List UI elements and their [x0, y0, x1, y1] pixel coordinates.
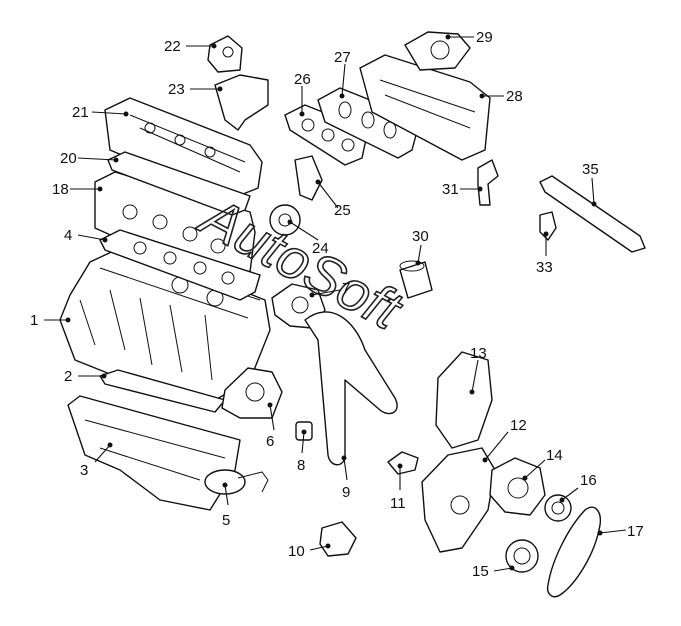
ignition-coil	[477, 159, 499, 206]
camshaft-sprocket	[269, 204, 301, 236]
callout-7: 7	[342, 280, 350, 297]
idler-bolt	[387, 451, 419, 475]
intake-manifold	[359, 54, 491, 161]
engine-mount-upper	[207, 35, 243, 73]
callout-29: 29	[476, 29, 493, 46]
callout-1: 1	[30, 312, 38, 329]
callout-6: 6	[266, 433, 274, 450]
alternator	[489, 457, 546, 516]
callout-10: 10	[288, 543, 305, 560]
callout-33: 33	[536, 259, 553, 276]
callout-18: 18	[52, 181, 69, 198]
callout-27: 27	[334, 49, 351, 66]
exhaust-manifold-gasket	[284, 104, 369, 166]
callout-14: 14	[546, 447, 563, 464]
head-gasket	[99, 229, 261, 301]
timing-cover-upper	[435, 351, 493, 449]
callout-12: 12	[510, 417, 527, 434]
callout-20: 20	[60, 150, 77, 167]
engine-mount-bracket	[214, 74, 269, 131]
callout-35: 35	[582, 161, 599, 178]
callout-15: 15	[472, 563, 489, 580]
callout-8: 8	[297, 457, 305, 474]
callout-22: 22	[164, 38, 181, 55]
callout-25: 25	[334, 202, 351, 219]
callout-30: 30	[412, 228, 429, 245]
valve-cover-gasket	[107, 151, 251, 216]
coolant-sensor	[294, 155, 323, 201]
fuel-rail	[539, 175, 646, 253]
callout-5: 5	[222, 512, 230, 529]
timing-belt	[304, 311, 398, 466]
callout-21: 21	[72, 104, 89, 121]
tensioner	[544, 494, 572, 522]
oil-pan-gasket	[99, 369, 226, 413]
callout-13: 13	[470, 345, 487, 362]
throttle-body	[404, 31, 471, 71]
callout-17: 17	[627, 523, 644, 540]
drive-belt	[546, 506, 602, 598]
callout-9: 9	[342, 484, 350, 501]
oil-pan	[67, 395, 241, 511]
crank-pulley	[505, 539, 539, 573]
callout-4: 4	[64, 227, 72, 244]
callout-16: 16	[580, 472, 597, 489]
spark-plug	[539, 211, 557, 241]
intake-manifold-gasket	[317, 87, 421, 159]
timing-cover-lower	[421, 447, 496, 553]
callout-23: 23	[168, 81, 185, 98]
oil-pump	[221, 367, 283, 419]
callout-3: 3	[80, 462, 88, 479]
callout-24: 24	[312, 240, 329, 257]
callout-11: 11	[390, 495, 406, 512]
callout-31: 31	[442, 181, 459, 198]
callout-26: 26	[294, 71, 311, 88]
thermostat-housing	[319, 521, 357, 557]
callouts: 1 2 3 4 5 6 7 8 9 10 11 12 13 14 15 16 1…	[30, 29, 644, 580]
callout-2: 2	[64, 368, 72, 385]
callout-28: 28	[506, 88, 523, 105]
oil-pump-pickup	[204, 469, 269, 495]
